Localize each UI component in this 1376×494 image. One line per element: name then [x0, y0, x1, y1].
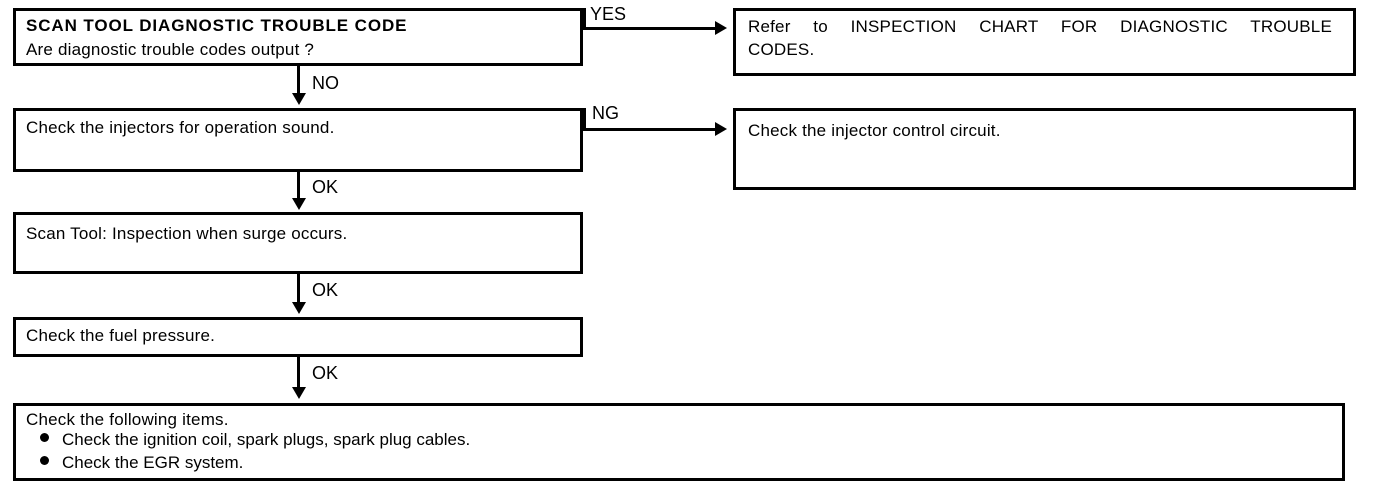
node-scan-tool-dtc[interactable]: [13, 8, 583, 66]
node-scan-tool-surge-text: Scan Tool: Inspection when surge occurs.: [26, 224, 348, 243]
branch-label-ok-1: OK: [312, 177, 339, 197]
no-connector-line: [297, 66, 300, 96]
node-scan-tool-dtc-heading: SCAN TOOL DIAGNOSTIC TROUBLE CODE: [26, 16, 408, 35]
ok1-connector-arrowhead: [292, 198, 306, 210]
no-connector-arrowhead: [292, 93, 306, 105]
node-refer-inspection-chart[interactable]: [733, 8, 1356, 76]
branch-label-no: NO: [312, 73, 339, 93]
ok3-connector-arrowhead: [292, 387, 306, 399]
ok1-connector-line: [297, 172, 300, 202]
yes-branch-vertical: [583, 8, 586, 30]
node-check-fuel-pressure-text: Check the fuel pressure.: [26, 326, 216, 345]
node-check-following-items-bullet-2: Check the EGR system.: [62, 453, 244, 472]
node-check-injectors-text: Check the injectors for operation sound.: [26, 118, 335, 137]
node-check-following-items[interactable]: [13, 403, 1345, 481]
branch-label-ok-3: OK: [312, 363, 339, 383]
node-check-fuel-pressure[interactable]: [13, 317, 583, 357]
branch-label-ng: NG: [592, 103, 619, 123]
node-scan-tool-dtc-question: Are diagnostic trouble codes output ?: [26, 40, 315, 59]
ok2-connector-arrowhead: [292, 302, 306, 314]
node-check-injector-circuit[interactable]: [733, 108, 1356, 190]
node-check-following-items-bullet-1: Check the ignition coil, spark plugs, sp…: [62, 430, 471, 449]
ok2-connector-line: [297, 274, 300, 306]
ng-branch-horizontal: [583, 128, 717, 131]
ng-branch-arrowhead: [715, 122, 727, 136]
yes-branch-horizontal: [583, 27, 717, 30]
branch-label-ok-2: OK: [312, 280, 339, 300]
node-check-injector-circuit-text: Check the injector control circuit.: [748, 121, 1001, 140]
yes-branch-arrowhead: [715, 21, 727, 35]
node-check-injectors[interactable]: [13, 108, 583, 172]
ng-branch-vertical: [583, 108, 586, 131]
bullet-dot-icon: [40, 433, 49, 442]
node-check-following-items-heading: Check the following items.: [26, 410, 229, 429]
bullet-dot-icon: [40, 456, 49, 465]
ok3-connector-line: [297, 357, 300, 389]
node-scan-tool-surge[interactable]: [13, 212, 583, 274]
branch-label-yes: YES: [590, 4, 627, 24]
node-refer-inspection-chart-text: Refer to INSPECTION CHART FOR DIAGNOSTIC…: [748, 17, 1332, 59]
